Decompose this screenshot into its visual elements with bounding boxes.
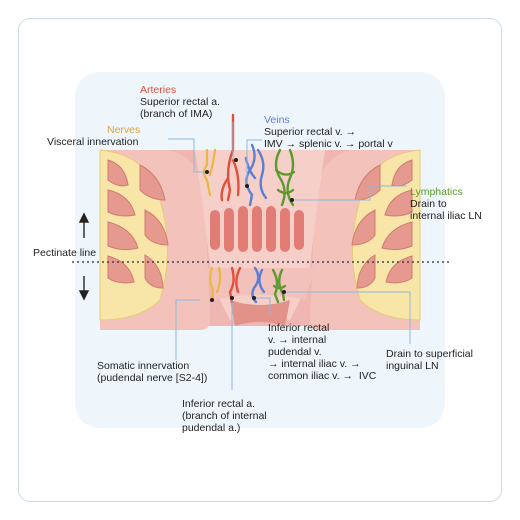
inferior-vein-line-2: v. → internal <box>268 334 327 346</box>
inferior-vein-line-1: Inferior rectal <box>268 322 330 334</box>
leader-dots <box>205 158 294 302</box>
lower-arteries <box>228 266 242 304</box>
veins-line-1: Superior rectal v. → <box>264 126 357 138</box>
upper-lymphatics <box>274 148 296 207</box>
inguinal-line-1: Drain to superficial <box>386 348 473 360</box>
lymphatics-line-2: internal iliac LN <box>410 210 482 222</box>
up-arrow <box>78 212 90 238</box>
lymphatics-line-1: Drain to <box>410 198 447 210</box>
somatic-line-1: Somatic innervation <box>97 360 190 372</box>
right-muscle-folds <box>351 159 413 289</box>
arteries-line-1: Superior rectal a. <box>140 96 220 108</box>
lymphatics-title: Lymphatics <box>410 186 463 198</box>
inguinal-line-2: inguinal LN <box>386 360 439 372</box>
lumen-slit <box>230 300 290 326</box>
upper-veins <box>244 143 268 207</box>
arteries-title: Arteries <box>140 84 177 96</box>
somatic-line-2: (pudendal nerve [S2-4]) <box>97 372 208 384</box>
arteries-line-2: (branch of IMA) <box>140 108 213 120</box>
veins-line-2: IMV → splenic v. → portal v <box>264 138 393 150</box>
leader-lines <box>168 122 411 390</box>
anal-columns <box>210 206 304 252</box>
down-arrow <box>78 276 90 301</box>
inferior-vein-line-3: pudendal v. <box>268 346 322 358</box>
inferior-vein-line-4: → internal iliac v. → <box>268 358 361 370</box>
nerves-title: Nerves <box>107 124 141 136</box>
nerves-line-1: Visceral innervation <box>47 136 139 148</box>
inferior-vein-line-5: common iliac v. → IVC <box>268 370 377 382</box>
inferior-artery-line-3: pudendal a.) <box>182 422 241 434</box>
veins-title: Veins <box>264 114 290 126</box>
pectinate-line-label: Pectinate line <box>33 247 97 259</box>
lower-nerves <box>209 266 222 302</box>
left-muscle-folds <box>107 159 169 289</box>
lower-lymphatics <box>271 268 287 304</box>
inferior-artery-line-2: (branch of internal <box>182 410 267 422</box>
inferior-artery-line-1: Inferior rectal a. <box>182 398 255 410</box>
